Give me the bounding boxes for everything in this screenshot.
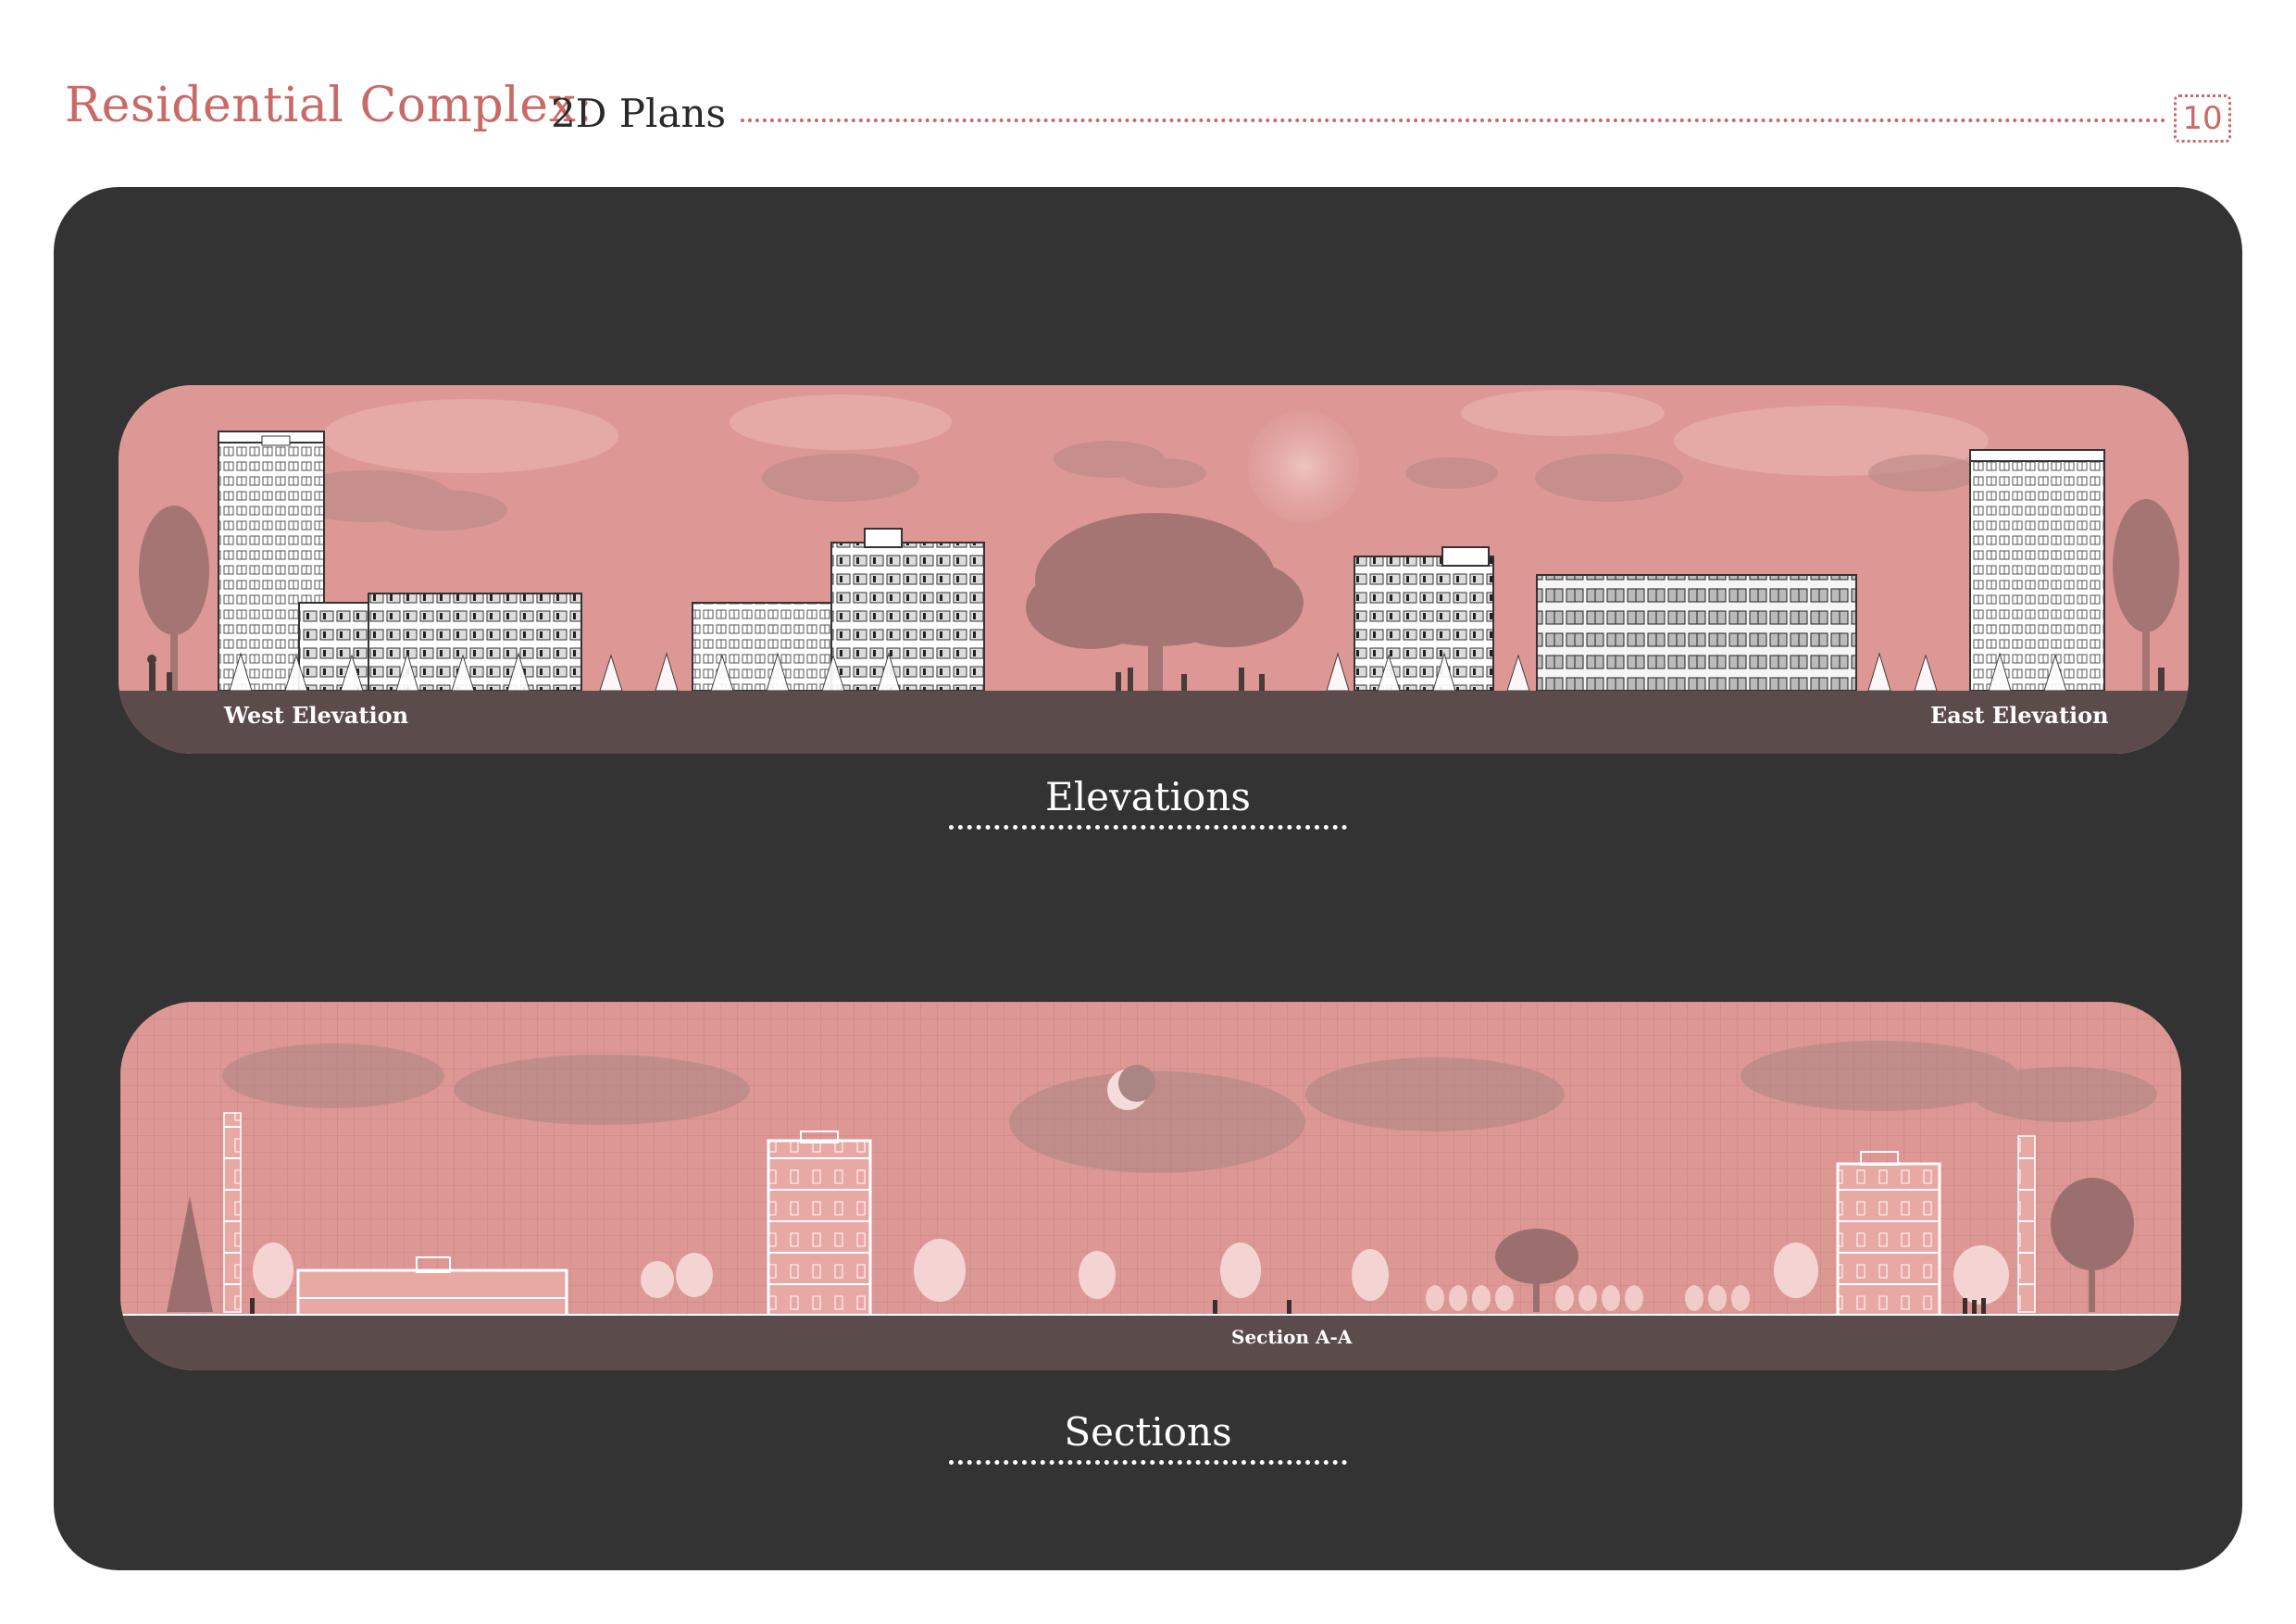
elevations-heading-text: Elevations: [1045, 774, 1251, 819]
east-elevation-label: East Elevation: [1930, 702, 2109, 729]
sections-heading-underline: [949, 1460, 1347, 1465]
page-title-accent: Residential Complex:: [65, 78, 593, 133]
page-number: 10: [2174, 94, 2231, 143]
west-elevation-label: West Elevation: [224, 702, 409, 729]
mid-building-section: [767, 1131, 872, 1328]
section-illustration: [120, 1002, 2181, 1370]
west-tower: [218, 431, 325, 692]
page-title-subtitle: 2D Plans: [551, 91, 727, 136]
elevations-heading-underline: [949, 825, 1347, 830]
drawing-panel: West Elevation East Elevation Elevations: [54, 187, 2242, 1570]
elevation-drawing: West Elevation East Elevation: [119, 385, 2189, 754]
moon: [1107, 1065, 1155, 1110]
elevations-heading: Elevations: [944, 774, 1352, 830]
right-building-section: [1836, 1151, 1941, 1328]
section-a-a-label: Section A-A: [1231, 1326, 1353, 1348]
elevation-illustration: [119, 385, 2189, 754]
section-drawing: Section A-A: [120, 1002, 2181, 1370]
sections-heading: Sections: [944, 1409, 1352, 1465]
title-dotted-leader: [741, 119, 2166, 122]
sections-heading-text: Sections: [1064, 1409, 1232, 1455]
page-header: Residential Complex: 2D Plans 10: [65, 78, 2231, 143]
